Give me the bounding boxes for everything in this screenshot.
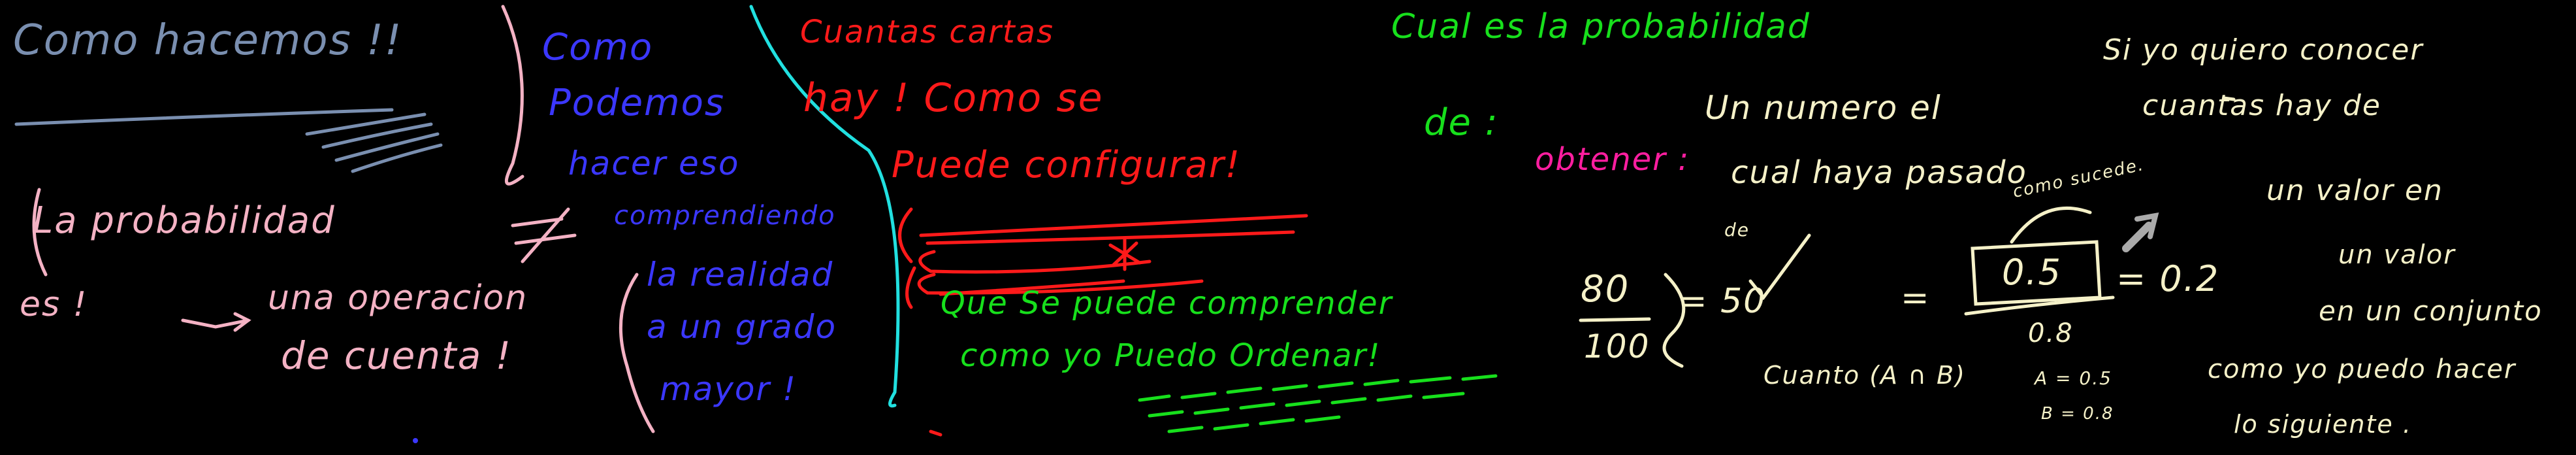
- pink-line-1: La probabilidad: [33, 199, 336, 242]
- equals-50: = 50: [1679, 282, 1767, 321]
- violet-line-3: hacer eso: [568, 144, 740, 182]
- right-line-3: un valor en: [2266, 174, 2443, 207]
- red-line-3: Puede configurar!: [892, 144, 1242, 186]
- red-line-1: Cuantas cartas: [800, 14, 1055, 50]
- cuanto-intersection: Cuanto (A ∩ B): [1763, 361, 1966, 390]
- pink-line-2: es !: [20, 285, 88, 324]
- below-box-value: 0.8: [2028, 318, 2074, 348]
- violet-line-1: Como: [542, 26, 654, 69]
- right-line-1: Si yo quiero conocer: [2103, 33, 2424, 67]
- green-left-line-2: como yo Puedo Ordenar!: [960, 337, 1381, 374]
- green-top-line-1: Cual es la probabilidad: [1391, 7, 1811, 46]
- boxed-value: 0.5: [2002, 252, 2062, 293]
- fraction-numerator: 80: [1581, 268, 1630, 311]
- fraction-denominator: 100: [1584, 328, 1650, 365]
- red-line-2: hay ! Como se: [803, 75, 1104, 121]
- violet-line-5: la realidad: [647, 256, 834, 294]
- violet-dot: [413, 438, 418, 443]
- cream-note-small: como sucede.: [2011, 155, 2146, 202]
- a-value: A = 0.5: [2035, 367, 2112, 389]
- equals-02: = 0.2: [2116, 258, 2220, 299]
- right-line-2: cuantas hay de: [2142, 89, 2381, 122]
- pink-line-4: de cuenta !: [281, 333, 512, 378]
- magenta-label: obtener :: [1535, 141, 1690, 178]
- right-line-5: en un conjunto: [2319, 295, 2543, 327]
- violet-line-2: Podemos: [549, 82, 726, 124]
- equals-mid: =: [1901, 278, 1931, 318]
- right-line-6: como yo puedo hacer: [2208, 354, 2517, 384]
- green-top-line-2: de :: [1424, 101, 1499, 144]
- right-line-7: lo siguiente .: [2234, 410, 2412, 439]
- green-dashes: [1138, 374, 1498, 433]
- blue-underline-scribble: [14, 108, 443, 173]
- green-left-line-1: Que Se puede comprender: [941, 285, 1393, 322]
- cream-note-de: de: [1724, 219, 1750, 241]
- red-strokes: [898, 207, 1308, 437]
- violet-line-7: mayor !: [660, 370, 797, 408]
- violet-line-6: a un grado: [647, 308, 837, 346]
- right-line-4: un valor: [2338, 240, 2456, 270]
- blue-heading: Como hacemos !!: [13, 16, 403, 65]
- cream-phrase-2: cual haya pasado: [1731, 154, 2027, 191]
- cream-strokes: [1579, 96, 2236, 368]
- violet-line-4: comprendiendo: [614, 201, 836, 231]
- b-value: B = 0.8: [2041, 404, 2114, 424]
- cream-phrase-1: Un numero el: [1705, 89, 1942, 127]
- pink-line-3: una operacion: [268, 278, 528, 318]
